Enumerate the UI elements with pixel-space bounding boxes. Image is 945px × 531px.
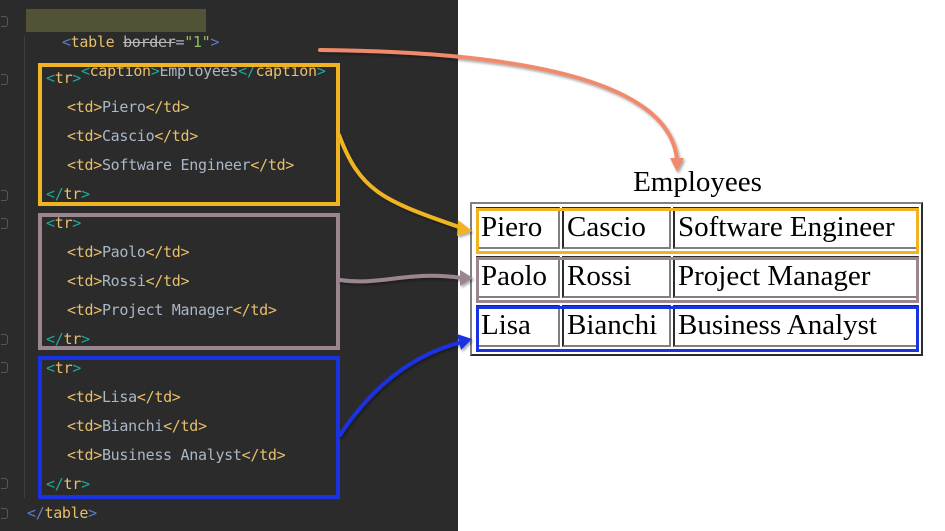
fold-icon[interactable]	[1, 508, 8, 519]
caption-arrow	[318, 48, 679, 162]
deprecated-attribute: border	[123, 33, 176, 51]
code-line-tr-close[interactable]: </tr>	[46, 330, 90, 348]
td-text: Project Manager	[101, 301, 233, 319]
rendered-row: Piero Cascio Software Engineer	[476, 205, 919, 251]
code-line-tr-close[interactable]: </tr>	[46, 475, 90, 493]
code-line-td[interactable]: <td>Rossi</td>	[67, 272, 190, 290]
fold-icon[interactable]	[1, 190, 8, 201]
attr-value: "1"	[184, 33, 211, 51]
td-text: Cascio	[101, 127, 155, 145]
caption-arrowhead	[670, 158, 684, 172]
current-tag-highlight	[26, 9, 206, 32]
code-line-tr-open[interactable]: <tr>	[46, 359, 81, 377]
rendered-row: Lisa Bianchi Business Analyst	[476, 303, 919, 349]
fold-icon[interactable]	[1, 218, 8, 229]
code-line-td[interactable]: <td>Cascio</td>	[67, 127, 198, 145]
rendered-cell: Cascio	[562, 207, 671, 249]
td-text: Rossi	[101, 272, 146, 290]
row2-arrowhead	[460, 270, 473, 286]
fold-icon[interactable]	[1, 16, 8, 27]
td-text: Lisa	[101, 388, 137, 406]
tag-name: table	[70, 33, 115, 51]
td-text: Software Engineer	[101, 156, 251, 174]
row1-arrow	[337, 133, 464, 230]
fold-icon[interactable]	[1, 334, 8, 345]
code-line-td[interactable]: <td>Software Engineer</td>	[67, 156, 295, 174]
code-line-td[interactable]: <td>Piero</td>	[67, 98, 190, 116]
code-line-td[interactable]: <td>Paolo</td>	[67, 243, 190, 261]
row3-arrow	[338, 340, 464, 437]
rendered-cell: Software Engineer	[673, 207, 919, 249]
rendered-caption: Employees	[633, 166, 762, 198]
code-line-td[interactable]: <td>Project Manager</td>	[67, 301, 277, 319]
code-line-tr-open[interactable]: <tr>	[46, 69, 81, 87]
attr-equals: =	[175, 33, 185, 51]
tag-bracket: >	[210, 33, 220, 51]
fold-icon[interactable]	[1, 74, 8, 85]
code-editor[interactable]: <table border="1"> <caption>Employees</c…	[0, 0, 458, 531]
code-line-tr-open[interactable]: <tr>	[46, 214, 81, 232]
td-text: Business Analyst	[101, 446, 242, 464]
td-text: Piero	[101, 98, 146, 116]
indent-guide	[24, 36, 25, 498]
code-line-td[interactable]: <td>Bianchi</td>	[67, 417, 207, 435]
code-line-table-open[interactable]: <table border="1">	[27, 9, 219, 51]
row2-arrow	[338, 273, 464, 284]
td-text: Bianchi	[101, 417, 164, 435]
td-text: Paolo	[101, 243, 146, 261]
rendered-row: Paolo Rossi Project Manager	[476, 254, 919, 300]
code-line-td[interactable]: <td>Business Analyst</td>	[67, 446, 286, 464]
row3-arrowhead	[457, 334, 472, 350]
row1-arrowhead	[457, 220, 472, 236]
code-line-td[interactable]: <td>Lisa</td>	[67, 388, 181, 406]
tag-bracket: <	[61, 33, 71, 51]
fold-icon[interactable]	[1, 362, 8, 373]
code-line-tr-close[interactable]: </tr>	[46, 185, 90, 203]
fold-icon[interactable]	[1, 478, 8, 489]
code-line-table-close[interactable]: </table>	[27, 504, 97, 522]
row3-code-highlight-box	[38, 356, 340, 499]
row2-code-highlight-box	[38, 213, 340, 350]
